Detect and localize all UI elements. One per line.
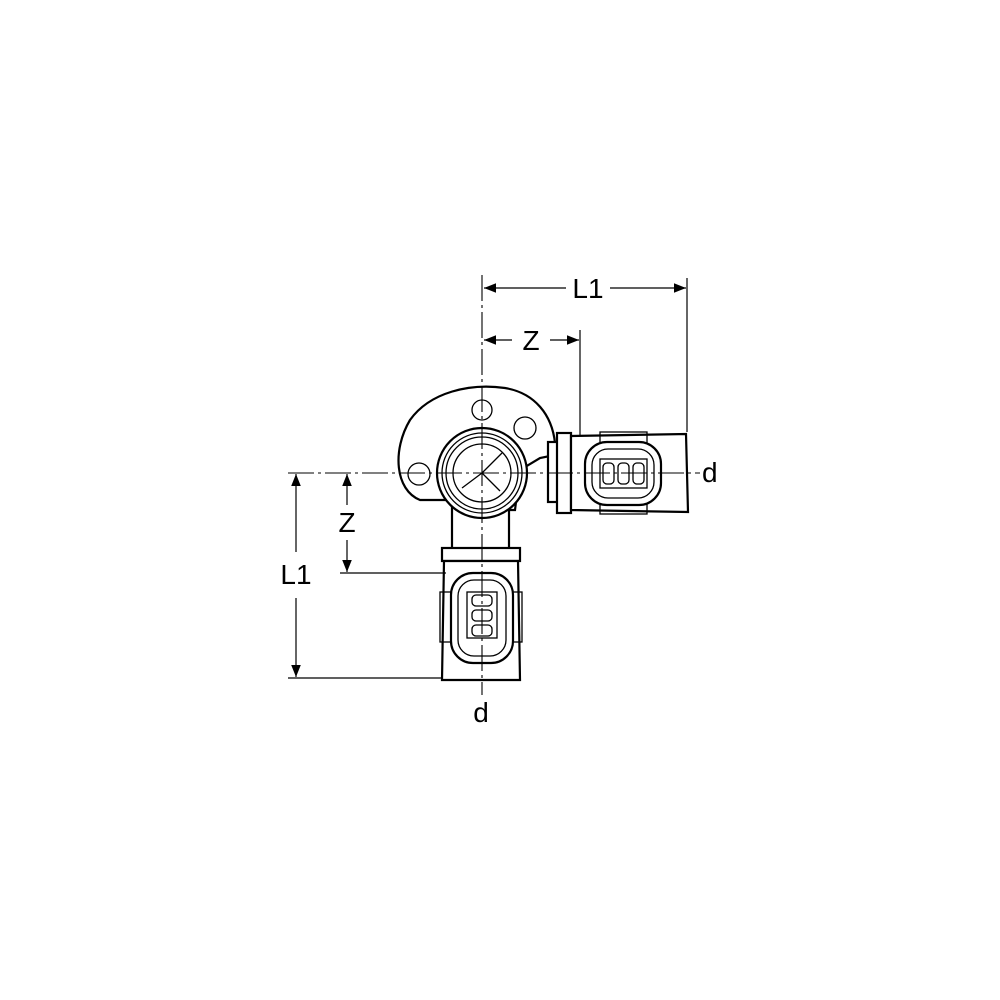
- label-d-right: d: [702, 457, 718, 488]
- label-z-top: Z: [522, 325, 539, 356]
- label-z-left: Z: [338, 507, 355, 538]
- label-l1-left: L1: [280, 559, 311, 590]
- mounting-hole: [407, 462, 431, 486]
- bottom-press-fitting: [439, 503, 523, 682]
- label-l1-top: L1: [572, 273, 603, 304]
- mounting-hole: [513, 416, 537, 440]
- label-d-bottom: d: [473, 697, 489, 728]
